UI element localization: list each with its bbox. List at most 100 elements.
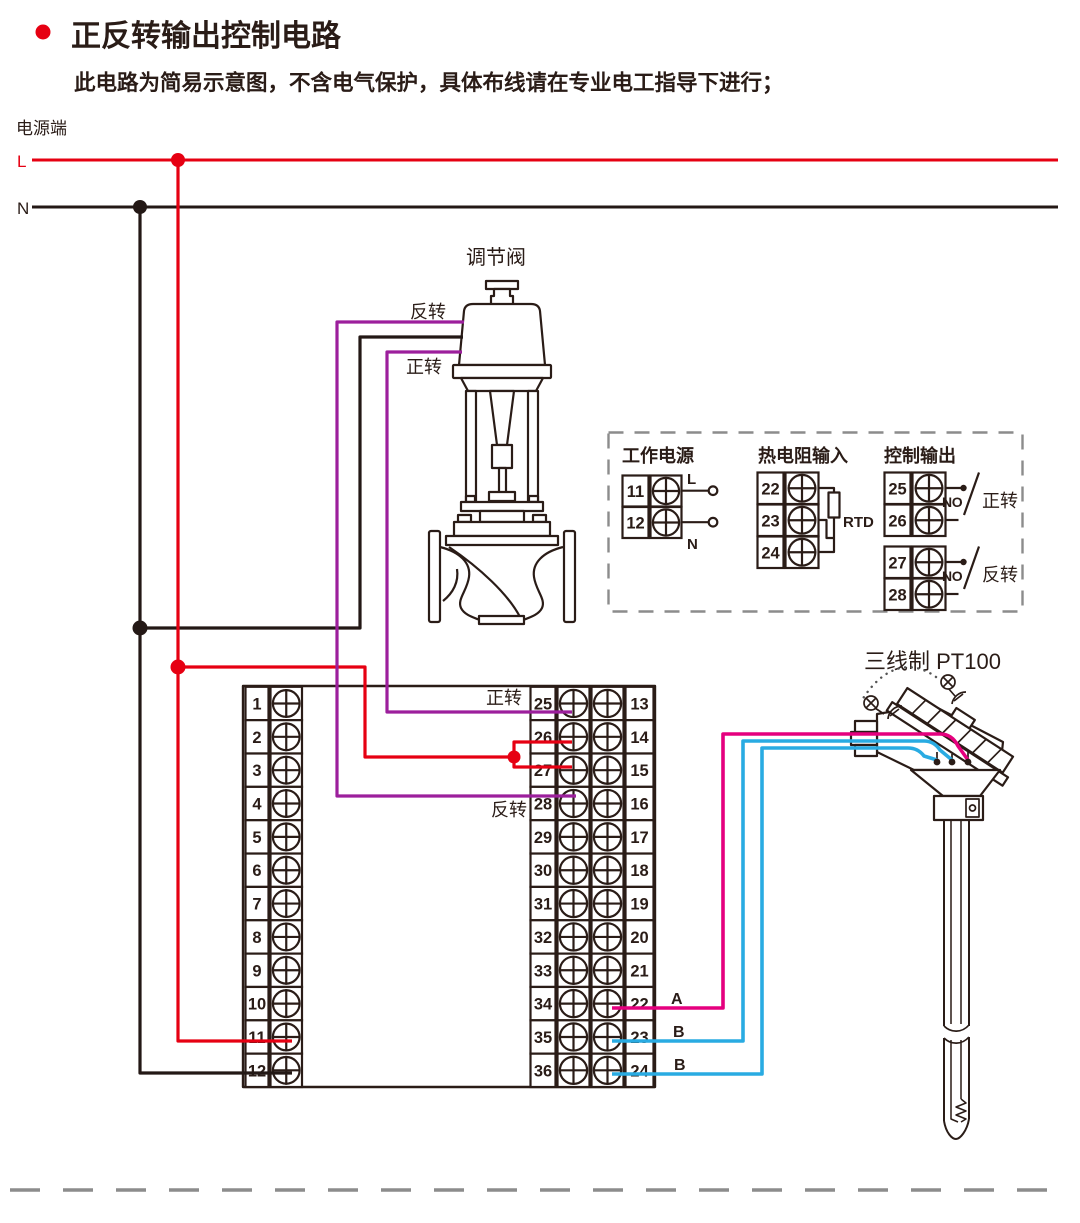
svg-text:16: 16 [630,796,648,814]
valve-reverse-label: 反转 [410,302,446,322]
svg-text:11: 11 [627,483,644,501]
output-group-title: 控制输出 [884,445,956,466]
svg-text:20: 20 [630,929,648,947]
module-terminal-26: 26 [883,503,947,538]
svg-text:31: 31 [534,896,552,914]
cap-screw-left [863,695,903,720]
sensor-wiring: A B B [612,732,972,1076]
svg-text:28: 28 [888,586,906,604]
svg-text:12: 12 [248,1062,266,1080]
svg-text:10: 10 [248,996,266,1014]
terminal-cell-left-2: 2 [244,719,304,755]
rtd-label: RTD [843,514,874,531]
terminal-cell-left-12: 12 [244,1052,304,1089]
svg-text:32: 32 [534,929,552,947]
svg-text:36: 36 [534,1062,552,1080]
svg-text:14: 14 [630,729,649,747]
terminal-cell-left-8: 8 [244,919,304,955]
svg-text:24: 24 [630,1062,649,1080]
svg-text:2: 2 [252,729,261,747]
svg-text:6: 6 [252,862,261,880]
block-forward-label: 正转 [486,688,522,708]
svg-text:33: 33 [534,962,552,980]
svg-text:25: 25 [888,480,906,498]
power-live-label: L [687,471,696,488]
page-title: 正反转输出控制电路 [71,20,342,53]
page-subtitle: 此电路为简易示意图，不含电气保护，具体布线请在专业电工指导下进行； [74,70,784,95]
svg-text:23: 23 [630,1029,648,1047]
svg-text:30: 30 [534,862,552,880]
live-label: L [17,152,26,171]
sensor-cap [885,686,1015,787]
svg-text:1: 1 [252,695,261,713]
svg-text:13: 13 [630,695,648,713]
wire-label-b2: B [674,1057,686,1074]
svg-text:25: 25 [534,695,552,713]
terminal-cell-right-28: 28 16 [529,785,655,822]
cap-screw-top [940,674,967,705]
terminal-cell-right-34: 34 22 [529,985,655,1022]
neutral-label: N [17,199,29,218]
svg-text:5: 5 [252,829,261,847]
svg-text:35: 35 [534,1029,552,1047]
no-label-2: NO [942,568,963,584]
terminal-cell-right-29: 29 17 [529,819,655,855]
neutral-wiring [132,200,463,1075]
power-section-label: 电源端 [16,119,67,138]
rtd-group-title: 热电阻输入 [758,445,848,466]
svg-text:34: 34 [534,996,553,1014]
svg-text:8: 8 [252,929,261,947]
control-valve: 调节阀 反转 正转 [406,246,577,626]
svg-text:15: 15 [630,762,648,780]
svg-text:12: 12 [626,515,644,533]
terminal-cell-left-1: 1 [244,685,304,722]
svg-text:3: 3 [252,762,261,780]
svg-text:4: 4 [252,796,262,814]
terminal-cell-right-32: 32 20 [529,919,655,955]
terminal-cell-left-7: 7 [244,885,304,922]
svg-text:29: 29 [534,829,552,847]
power-rails: 电源端 L N [16,119,1058,218]
bullet-icon [35,24,51,40]
svg-text:19: 19 [630,896,648,914]
power-group-title: 工作电源 [622,445,694,466]
svg-text:11: 11 [248,1029,265,1047]
power-neutral-label: N [687,536,698,553]
valve-label: 调节阀 [466,246,526,269]
svg-text:26: 26 [888,512,906,530]
sensor-label: 三线制 PT100 [864,649,1001,674]
block-reverse-label: 反转 [491,800,527,820]
terminal-cell-right-31: 31 19 [529,885,655,922]
module-terminal-25: 25 [883,471,947,506]
pt100-sensor: 三线制 PT100 [849,649,1015,1140]
svg-text:17: 17 [630,829,648,847]
svg-text:28: 28 [534,796,552,814]
svg-text:21: 21 [630,962,648,980]
terminal-cell-left-4: 4 [244,785,304,822]
power-group: 工作电源 11 12 L N [621,445,719,553]
forward-action-label: 正转 [982,491,1018,511]
terminal-cell-left-10: 10 [244,985,304,1022]
sensor-probe [943,820,970,1140]
wire-label-b1: B [673,1024,685,1041]
svg-text:7: 7 [252,896,261,914]
terminal-cell-right-26: 26 14 [529,719,655,755]
module-terminal-12: 12 [621,505,683,540]
terminal-cell-right-33: 33 21 [529,952,655,989]
svg-text:23: 23 [761,512,779,530]
svg-text:24: 24 [761,544,780,562]
svg-text:9: 9 [252,962,261,980]
terminal-cell-right-25: 25 13 [529,685,655,722]
module-terminal-28: 28 [883,577,947,612]
valve-forward-label: 正转 [406,357,442,377]
svg-text:26: 26 [534,729,552,747]
svg-text:22: 22 [630,996,648,1014]
module-terminal-23: 23 [756,503,820,538]
terminal-cell-left-5: 5 [244,819,304,855]
terminal-cell-right-36: 36 24 [529,1052,655,1089]
